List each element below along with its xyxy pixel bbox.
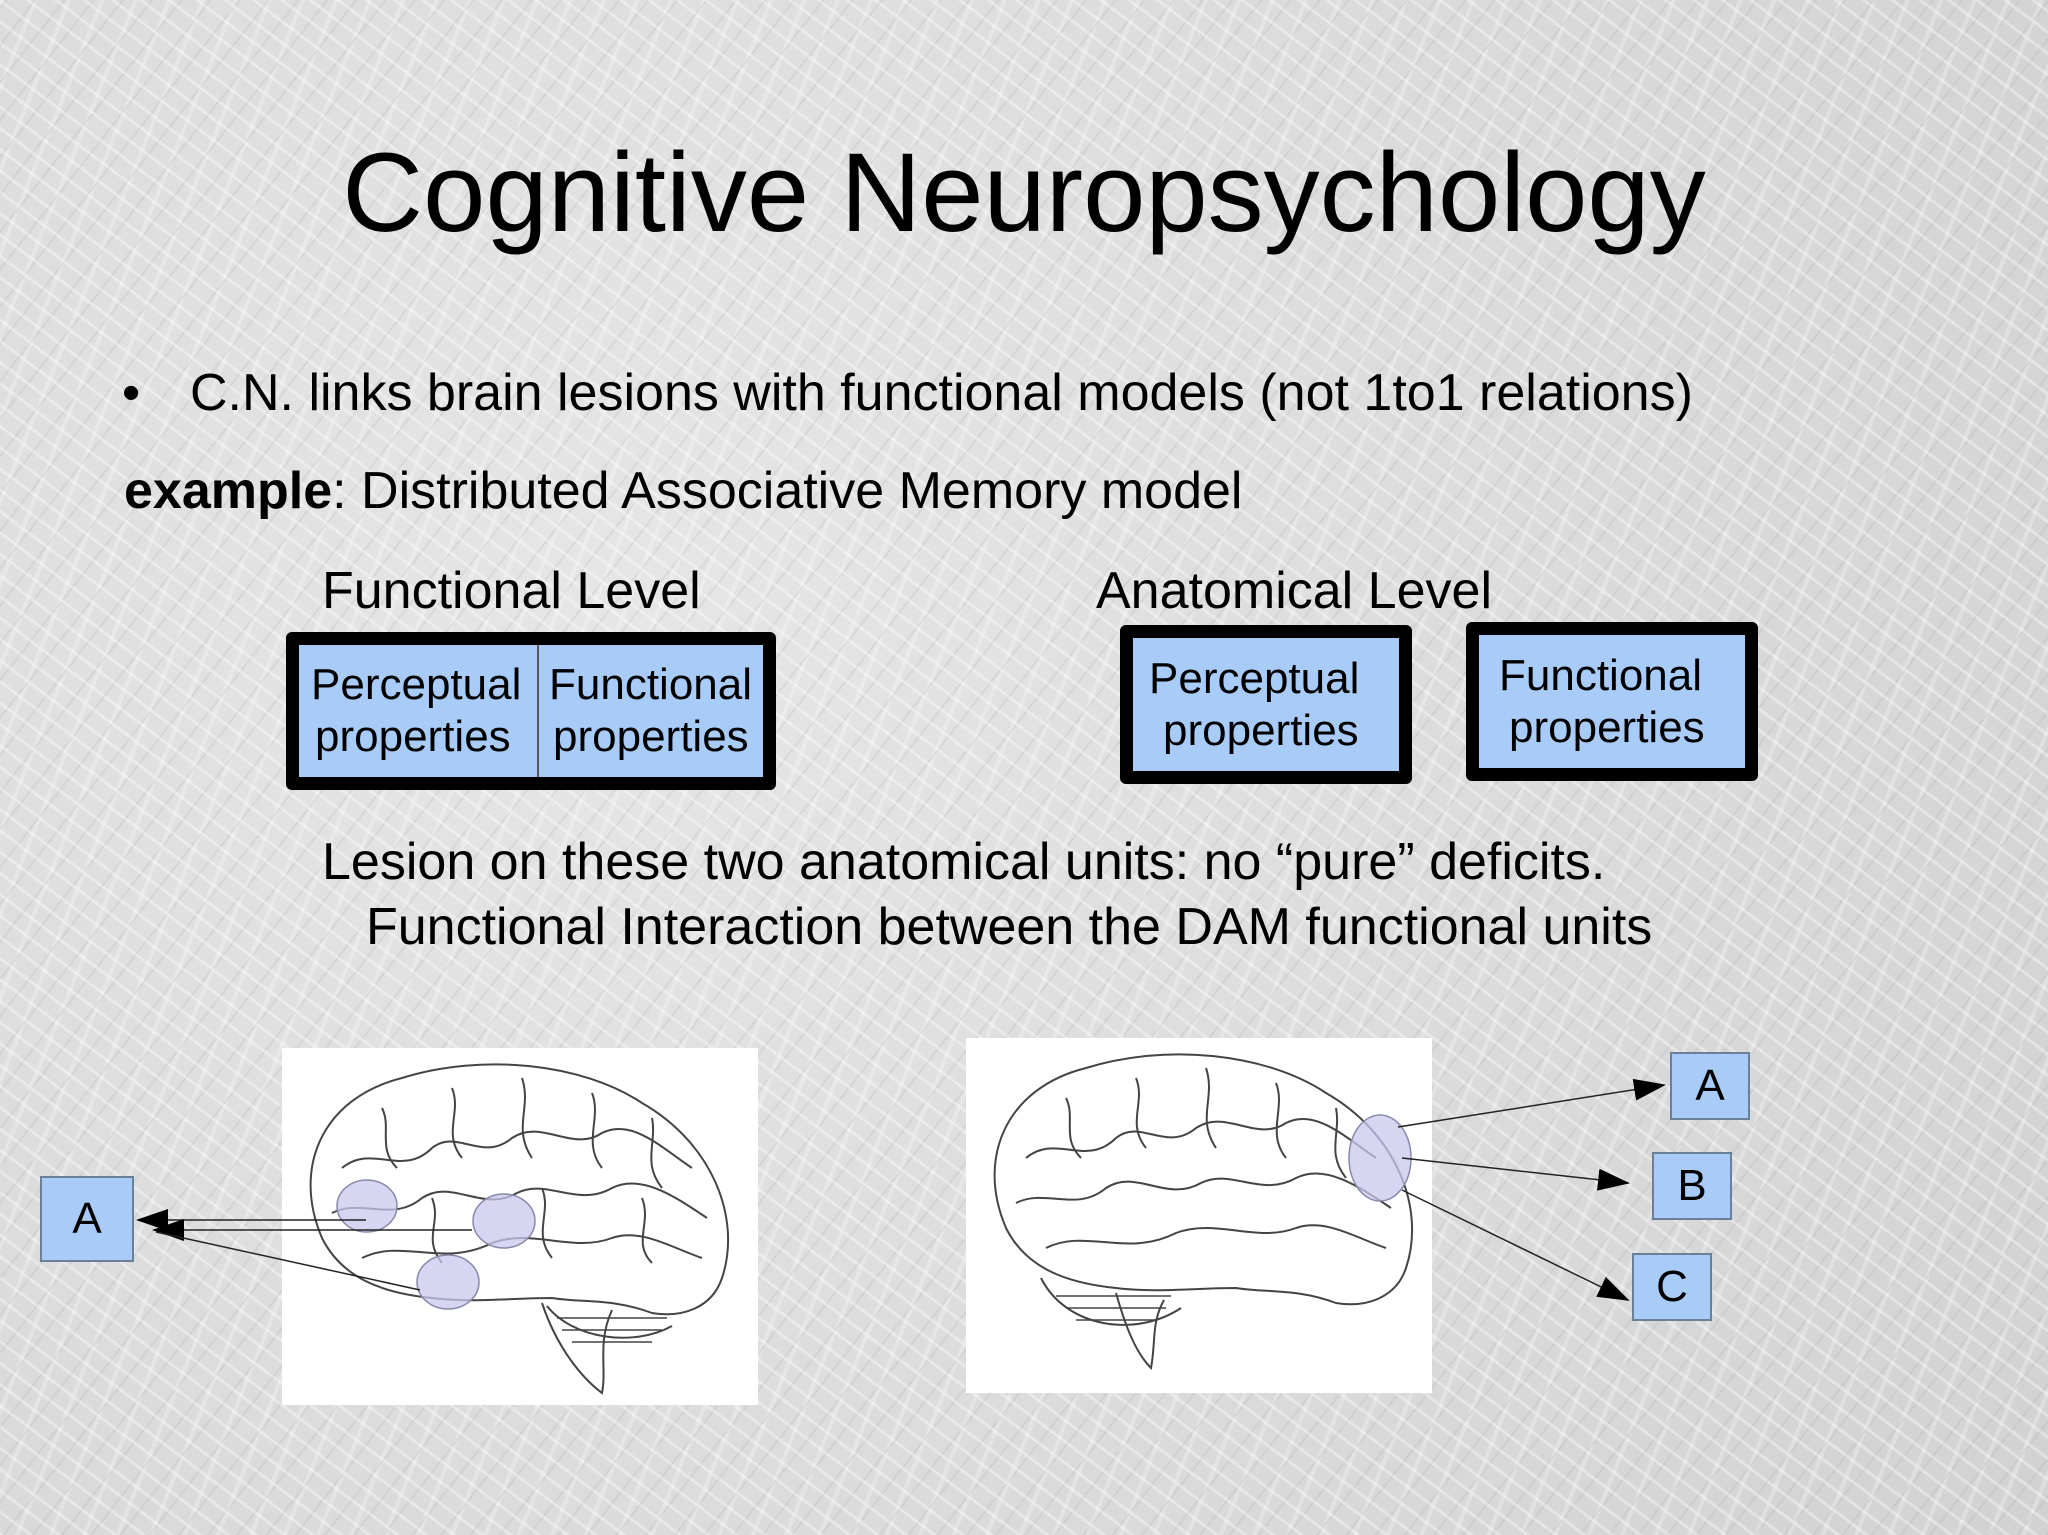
arrow-left-3 bbox=[155, 1231, 421, 1291]
bullet-point: • C.N. links brain lesions with functiona… bbox=[122, 362, 1693, 424]
anatomical-box-functional-line1: Functional bbox=[1499, 650, 1703, 700]
right-unit-a: A bbox=[1670, 1052, 1750, 1120]
functional-box-perceptual: Perceptual properties bbox=[311, 645, 521, 777]
lesion-text-line2: Functional Interaction between the DAM f… bbox=[366, 898, 1653, 956]
bullet-text: C.N. links brain lesions with functional… bbox=[190, 364, 1693, 422]
left-brain-stem bbox=[541, 1302, 613, 1395]
lesion-region-2 bbox=[472, 1193, 536, 1249]
example-line: example: Distributed Associative Memory … bbox=[124, 460, 1242, 522]
functional-box-functional-line1: Functional bbox=[549, 660, 753, 709]
example-label: example bbox=[124, 462, 333, 520]
anatomical-level-label: Anatomical Level bbox=[1096, 562, 1492, 620]
functional-level-box: Perceptual properties Functional propert… bbox=[286, 632, 776, 790]
right-brain-image bbox=[966, 1038, 1432, 1393]
right-unit-c: C bbox=[1632, 1253, 1712, 1321]
lesion-region-1 bbox=[336, 1179, 398, 1233]
functional-level-label: Functional Level bbox=[322, 562, 701, 620]
anatomical-box-functional-line2: properties bbox=[1509, 702, 1705, 752]
anatomical-box-perceptual-line1: Perceptual bbox=[1149, 653, 1360, 703]
functional-box-functional: Functional properties bbox=[549, 645, 752, 777]
arrow-right-b bbox=[1401, 1157, 1630, 1191]
functional-box-functional-line2: properties bbox=[553, 712, 749, 761]
right-brain-drawing bbox=[993, 1053, 1414, 1371]
anatomical-box-perceptual-text: Perceptual properties bbox=[1149, 638, 1359, 771]
bullet-icon: • bbox=[122, 364, 141, 422]
functional-box-perceptual-line1: Perceptual bbox=[311, 660, 522, 709]
anatomical-box-functional-text: Functional properties bbox=[1499, 635, 1705, 768]
anatomical-box-perceptual-line2: properties bbox=[1163, 705, 1359, 755]
functional-box-divider bbox=[537, 645, 539, 777]
left-brain-image bbox=[282, 1048, 758, 1405]
arrow-right-c bbox=[1401, 1189, 1630, 1301]
lesion-region-frontal bbox=[1348, 1114, 1412, 1202]
right-brain-outline bbox=[993, 1053, 1414, 1306]
right-unit-b: B bbox=[1652, 1152, 1732, 1220]
left-brain-drawing bbox=[309, 1063, 730, 1395]
left-brain-cerebellum bbox=[546, 1305, 673, 1339]
left-unit-a: A bbox=[40, 1176, 134, 1262]
lesion-text-line1: Lesion on these two anatomical units: no… bbox=[322, 833, 1606, 891]
anatomical-box-functional: Functional properties bbox=[1466, 622, 1758, 781]
slide-title: Cognitive Neuropsychology bbox=[342, 130, 1706, 255]
functional-box-perceptual-line2: properties bbox=[315, 712, 511, 761]
right-brain-cerebellum bbox=[1040, 1277, 1182, 1326]
lesion-region-3 bbox=[416, 1254, 480, 1310]
anatomical-box-perceptual: Perceptual properties bbox=[1120, 625, 1412, 784]
arrow-right-a bbox=[1397, 1078, 1666, 1128]
example-text: : Distributed Associative Memory model bbox=[332, 462, 1243, 520]
